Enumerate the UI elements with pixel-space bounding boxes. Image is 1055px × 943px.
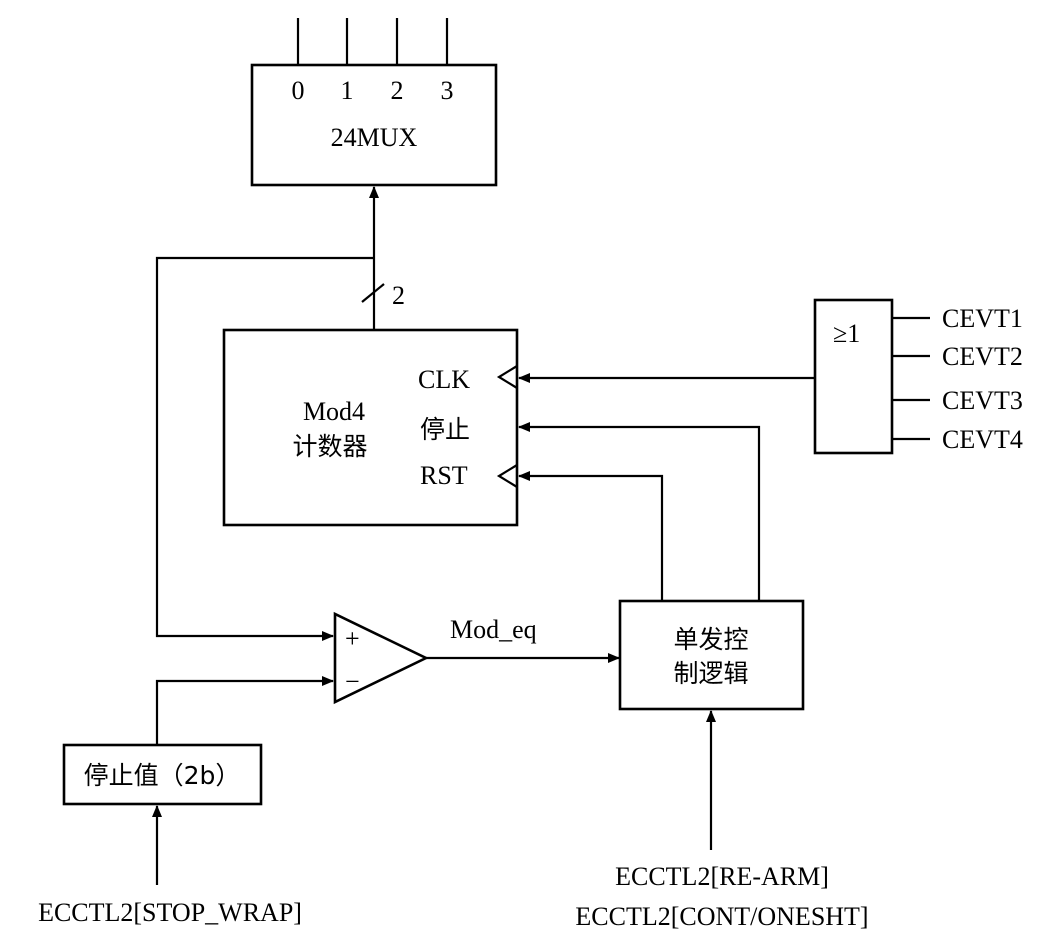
- mod4-counter-block: Mod4 计数器 CLK 停止 RST: [222, 328, 519, 527]
- oneshot-block: 单发控 制逻辑: [618, 599, 805, 711]
- comparator-plus: +: [345, 624, 360, 653]
- bus-slash: [361, 283, 385, 303]
- comparator-triangle: [333, 611, 429, 705]
- mux-input-1-label: 1: [341, 76, 354, 105]
- counter-to-comparator-plus-wire: [155, 256, 374, 641]
- mux-box: [250, 63, 498, 187]
- oneshot-to-stop-wire: [518, 422, 761, 601]
- bus-width-label: 2: [392, 281, 405, 310]
- stop-value-box: [62, 743, 263, 806]
- re-arm-label: ECCTL2[RE-ARM]: [615, 862, 829, 891]
- rst-edge-icon: [496, 464, 518, 488]
- counter-subtitle: 计数器: [292, 432, 367, 461]
- cevt3-label: CEVT3: [942, 386, 1023, 415]
- comparator-minus: −: [345, 667, 360, 696]
- mux-title: 24MUX: [331, 123, 418, 152]
- stop-value-block: 停止值（2b）: [62, 743, 263, 806]
- cevt2-label: CEVT2: [942, 342, 1023, 371]
- cevt1-label: CEVT1: [942, 304, 1023, 333]
- counter-clk-label: CLK: [418, 365, 470, 394]
- or-gate-block: ≥1 CEVT1 CEVT2 CEVT3 CEVT4: [813, 298, 1023, 455]
- oneshot-to-rst-wire: [518, 471, 664, 601]
- mux-input-2-label: 2: [391, 76, 404, 105]
- mux-block: 0 1 2 3 24MUX: [250, 18, 498, 187]
- oneshot-box: [618, 599, 805, 711]
- oneshot-title-line2: 制逻辑: [673, 659, 748, 688]
- counter-box: [222, 328, 519, 527]
- stop-value-label: 停止值（2b）: [84, 761, 241, 790]
- stop-value-to-comparator-wire: [155, 676, 334, 745]
- cont-oneshot-label: ECCTL2[CONT/ONESHT]: [575, 902, 868, 931]
- counter-stop-label: 停止: [420, 415, 470, 444]
- mux-input-3-label: 3: [441, 76, 454, 105]
- mod-eq-label: Mod_eq: [450, 615, 537, 644]
- stop-wrap-label: ECCTL2[STOP_WRAP]: [38, 898, 302, 927]
- or-gate-box: [813, 298, 894, 455]
- counter-rst-label: RST: [420, 461, 468, 490]
- or-gate-symbol: ≥1: [833, 319, 860, 348]
- clk-edge-icon: [496, 365, 518, 389]
- oneshot-title-line1: 单发控: [673, 625, 748, 654]
- comparator-block: + −: [333, 611, 429, 705]
- cevt4-label: CEVT4: [942, 425, 1023, 454]
- counter-title: Mod4: [303, 397, 365, 426]
- mux-input-0-label: 0: [292, 76, 305, 105]
